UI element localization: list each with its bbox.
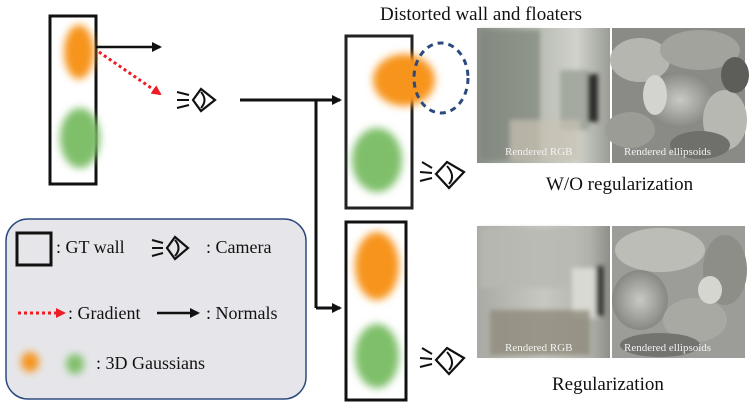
legend-gradient-label: : Gradient (68, 303, 141, 323)
camera-icon (176, 87, 217, 113)
caption-regularization: Regularization (552, 374, 664, 395)
gaussian-green-left (60, 108, 100, 168)
gaussian-orange-bottom (355, 232, 399, 300)
caption-wo-regularization: W/O regularization (546, 174, 694, 195)
legend-normals-label: : Normals (206, 303, 278, 323)
gaussian-orange-left (64, 25, 94, 79)
floater-circle (412, 41, 470, 115)
legend-box (5, 218, 307, 400)
gaussian-green-top (352, 128, 402, 192)
top-title: Distorted wall and floaters (380, 4, 583, 25)
camera-icon-bottom-branch (419, 346, 466, 376)
legend-camera-icon (151, 235, 190, 261)
legend-camera-label: : Camera (206, 237, 272, 257)
photo-ellipsoids-bottom (612, 226, 747, 358)
gaussian-orange-top (373, 54, 435, 106)
gaussian-green-bottom (355, 324, 399, 388)
label-rendered-ellipsoids-bottom: Rendered ellipsoids (624, 342, 712, 354)
label-rendered-rgb-bottom: Rendered RGB (505, 342, 573, 354)
legend-gt-wall-label: : GT wall (56, 237, 125, 257)
regularized-wall (344, 220, 408, 402)
photo-ellipsoids-top (605, 28, 749, 163)
gt-wall-left (48, 14, 98, 186)
photo-rgb-bottom (477, 226, 610, 358)
label-rendered-rgb-top: Rendered RGB (505, 146, 573, 158)
distorted-wall (344, 34, 414, 210)
label-rendered-ellipsoids-top: Rendered ellipsoids (624, 146, 712, 158)
gradient-arrow-left (98, 50, 162, 96)
legend-gaussian-orange (21, 352, 39, 372)
legend-gt-wall-swatch (15, 231, 53, 267)
legend-gaussians-label: : 3D Gaussians (96, 353, 205, 373)
legend-gaussian-green (66, 354, 84, 374)
camera-icon-top-branch (419, 160, 466, 190)
photo-rgb-top (477, 28, 610, 163)
